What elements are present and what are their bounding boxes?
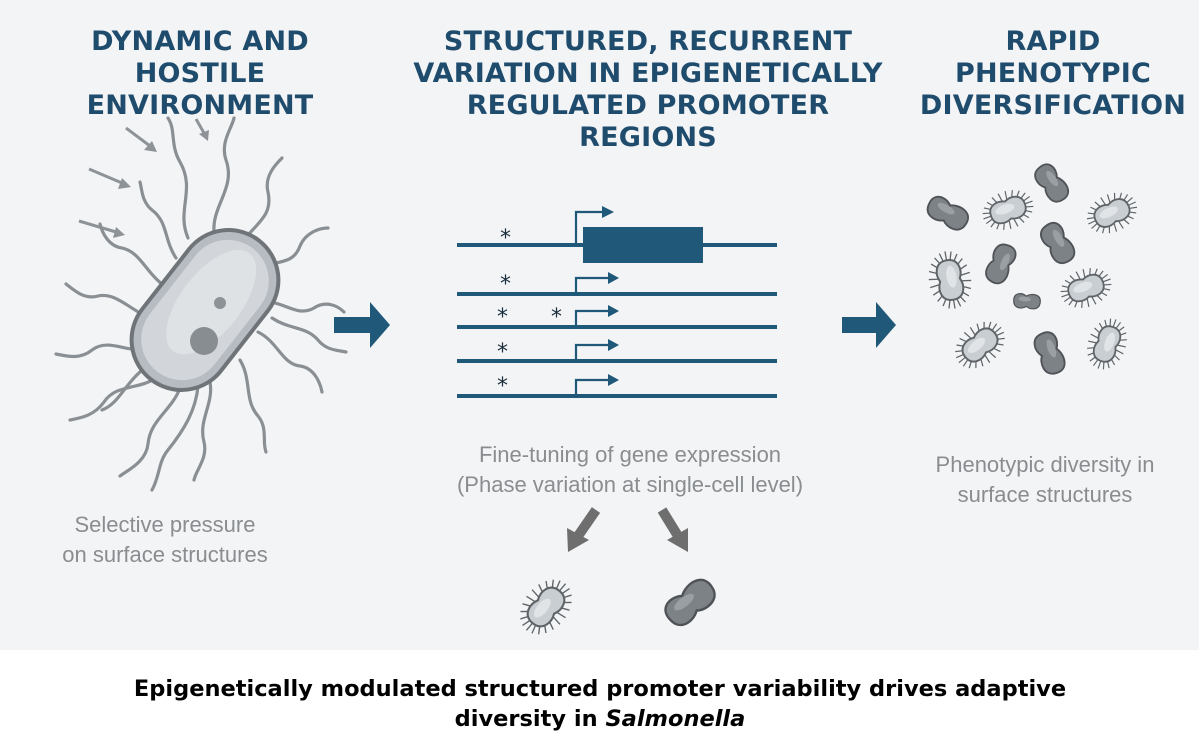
heading-promoter-variation: STRUCTURED, RECURRENT VARIATION IN EPIGE… — [408, 26, 888, 154]
methylation-mark: * — [500, 272, 511, 297]
transcription-start-arrow — [574, 378, 610, 396]
outcome-arrow-left — [567, 507, 601, 552]
caption-line: Phenotypic diversity in — [935, 452, 1155, 477]
caption-promoter: Fine-tuning of gene expression (Phase va… — [410, 440, 850, 500]
methylation-mark: * — [500, 226, 511, 251]
caption-line: surface structures — [957, 482, 1133, 507]
heading-line: DIVERSIFICATION — [919, 90, 1187, 121]
methylation-marks: * * * * * * — [497, 226, 562, 399]
methylation-mark: * — [497, 374, 508, 399]
smooth-cell — [985, 243, 1017, 285]
flow-arrow-1 — [334, 302, 390, 348]
transcription-start-arrow — [574, 210, 604, 245]
caption-line: (Phase variation at single-cell level) — [456, 472, 804, 497]
pressure-arrows — [78, 118, 209, 238]
caption-environment: Selective pressure on surface structures — [20, 510, 310, 570]
heading-line: RAPID — [1005, 26, 1101, 57]
smooth-cell — [1013, 293, 1041, 310]
heading-environment: DYNAMIC AND HOSTILE ENVIRONMENT — [40, 26, 360, 122]
smooth-cell — [926, 195, 969, 231]
heading-line: PHENOTYPIC — [955, 58, 1151, 89]
transcription-start-arrow — [574, 276, 610, 294]
summary-text: diversity in — [454, 706, 606, 732]
pressure-arrow — [78, 219, 125, 238]
flow-arrow-2 — [842, 302, 896, 348]
heading-line: DYNAMIC AND — [91, 26, 309, 57]
caption-line: Fine-tuning of gene expression — [478, 442, 782, 467]
caption-diversity: Phenotypic diversity in surface structur… — [900, 450, 1190, 510]
pressure-arrow — [194, 118, 209, 141]
cell-population — [520, 163, 1138, 635]
heading-line: VARIATION IN EPIGENETICALLY — [413, 58, 883, 89]
transcription-start-arrow — [574, 343, 610, 361]
methylation-mark: * — [551, 305, 562, 330]
caption-line: on surface structures — [62, 542, 268, 567]
transcription-start-arrow — [574, 309, 610, 327]
pressure-arrow — [88, 167, 131, 189]
heading-line: STRUCTURED, RECURRENT — [443, 26, 853, 57]
methylation-mark: * — [497, 340, 508, 365]
heading-diversification: RAPID PHENOTYPIC DIVERSIFICATION — [918, 26, 1188, 122]
smooth-cell — [1034, 163, 1070, 203]
fimbriated-cell — [520, 579, 572, 635]
heading-line: REGIONS — [579, 122, 717, 153]
fimbriated-cell — [955, 321, 1005, 369]
heading-line: REGULATED PROMOTER — [466, 90, 830, 121]
methylation-mark: * — [497, 305, 508, 330]
figure-summary: Epigenetically modulated structured prom… — [60, 674, 1140, 734]
bacterium-illustration — [54, 116, 348, 492]
promoter-tracks — [457, 206, 777, 398]
gene-box — [583, 227, 703, 263]
fimbriated-cell — [1087, 318, 1127, 370]
fimbriated-cell — [928, 251, 972, 309]
smooth-cell — [1033, 331, 1066, 375]
outcome-arrow-right — [657, 507, 688, 552]
heading-line: HOSTILE ENVIRONMENT — [86, 58, 314, 121]
organism-name: Salmonella — [605, 706, 746, 732]
summary-line: Epigenetically modulated structured prom… — [133, 676, 1067, 702]
summary-line: diversity in Salmonella — [60, 704, 1140, 734]
outcome-arrows — [567, 507, 688, 552]
pressure-arrow — [125, 126, 157, 152]
smooth-cell — [664, 578, 716, 627]
fimbriated-cell — [982, 190, 1034, 230]
smooth-cell — [1040, 221, 1076, 265]
fimbriated-cell — [1060, 268, 1112, 308]
fimbriated-cell — [1086, 192, 1138, 234]
caption-line: Selective pressure — [74, 512, 256, 537]
